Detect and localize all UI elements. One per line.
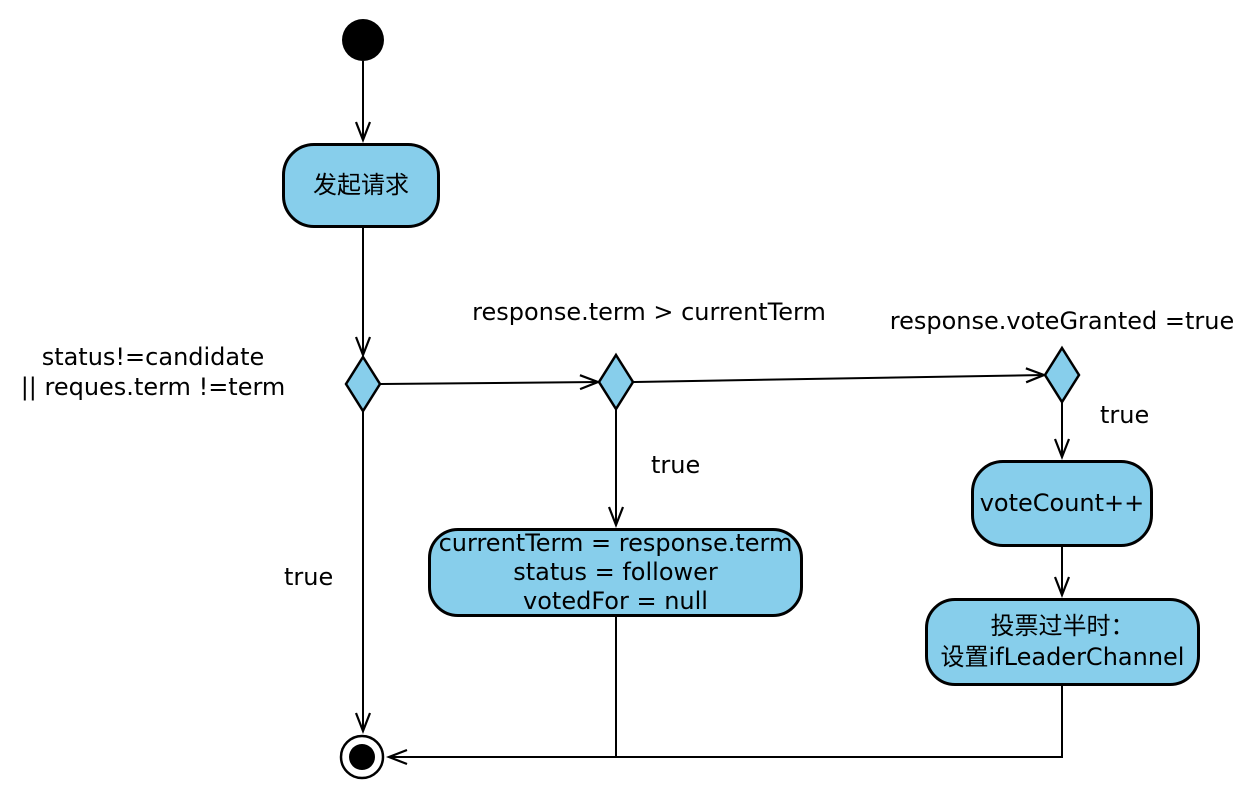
node-initiate-request-label: 发起请求 — [313, 171, 409, 199]
node-set-leader-line: 设置ifLeaderChannel — [940, 643, 1185, 671]
edge-leader-to-final — [385, 686, 1063, 766]
decision-vote-granted-diamond — [1043, 345, 1081, 405]
node-update-state: currentTerm = response.term status = fol… — [428, 528, 803, 617]
node-set-leader: 投票过半时： 设置ifLeaderChannel — [925, 598, 1200, 686]
node-update-state-line: currentTerm = response.term — [438, 529, 793, 557]
node-initiate-request: 发起请求 — [282, 143, 440, 228]
label-true-to-update: true — [651, 451, 701, 479]
decision-status-diamond — [344, 354, 382, 414]
start-node — [342, 19, 384, 61]
node-update-state-line: votedFor = null — [523, 587, 708, 615]
edge-decision1-to-decision2 — [379, 374, 602, 391]
final-node-core — [349, 744, 375, 770]
edge-decision2-to-decision3 — [632, 367, 1048, 384]
node-set-leader-line: 投票过半时： — [990, 612, 1135, 640]
label-condition-status: status!=candidate || reques.term !=term — [18, 342, 288, 402]
label-condition-status-line: status!=candidate — [41, 343, 265, 371]
node-update-state-line: status = follower — [513, 558, 718, 586]
label-true-to-final: true — [284, 563, 334, 591]
node-vote-count-label: voteCount++ — [979, 489, 1145, 517]
node-vote-count: voteCount++ — [971, 460, 1153, 547]
label-condition-status-line: || reques.term !=term — [20, 373, 286, 401]
label-true-to-count: true — [1100, 401, 1150, 429]
decision-response-term-diamond — [597, 352, 635, 412]
label-condition-vote-granted: response.voteGranted =true — [889, 307, 1235, 335]
label-condition-response-term: response.term > currentTerm — [472, 298, 826, 326]
